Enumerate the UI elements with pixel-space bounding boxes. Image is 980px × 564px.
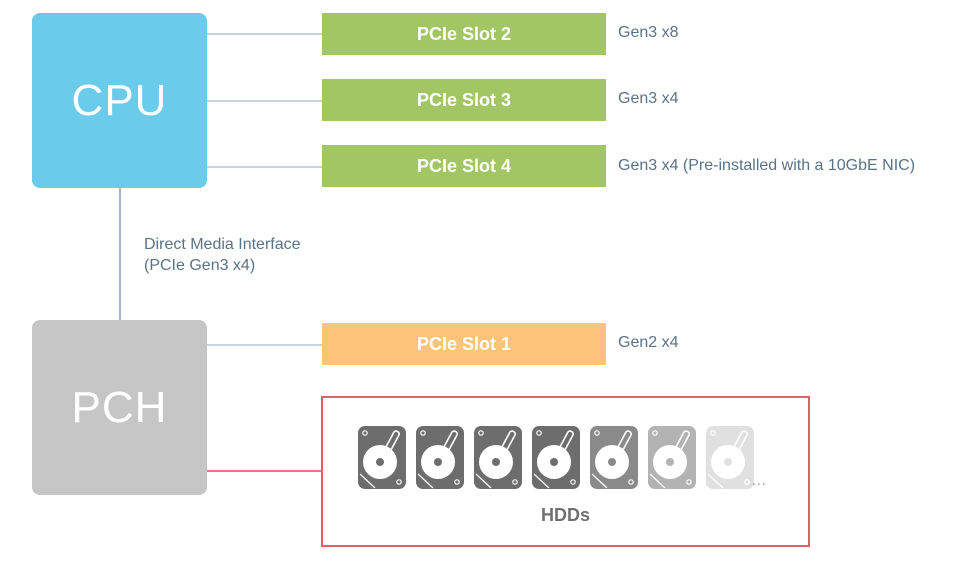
pch-block: PCH xyxy=(32,320,207,495)
pcie-slot-4-label: PCIe Slot 4 xyxy=(416,155,512,176)
hdd-icon xyxy=(706,426,754,489)
pcie-slot-2-spec: Gen3 x8 xyxy=(618,24,679,41)
hdd-icon xyxy=(358,426,406,489)
cpu-slot2-connector xyxy=(207,33,322,35)
hdd-icon xyxy=(590,426,638,489)
hdd-icon xyxy=(648,426,696,489)
pcie-slot-1-spec: Gen2 x4 xyxy=(618,334,679,351)
cpu-slot3-connector xyxy=(207,100,322,102)
hdd-label: HDDs xyxy=(540,505,590,525)
dmi-label-line2: (PCIe Gen3 x4) xyxy=(144,257,256,274)
dmi-label: Direct Media Interface (PCIe Gen3 x4) xyxy=(144,234,301,276)
hdd-icon xyxy=(532,426,580,489)
pcie-slot-3-label: PCIe Slot 3 xyxy=(416,89,512,110)
dmi-label-line1: Direct Media Interface xyxy=(144,236,301,253)
pch-label: PCH xyxy=(71,382,168,432)
pch-hdd-connector xyxy=(207,470,322,472)
pcie-slot-4: PCIe Slot 4 xyxy=(322,145,606,187)
cpu-slot4-connector xyxy=(207,166,322,168)
pcie-slot-2: PCIe Slot 2 xyxy=(322,13,606,55)
pcie-slot-1-label: PCIe Slot 1 xyxy=(416,333,512,354)
hdd-ellipsis: ... xyxy=(752,472,767,488)
dmi-connector xyxy=(119,188,121,320)
hdd-icon xyxy=(474,426,522,489)
pcie-slot-3: PCIe Slot 3 xyxy=(322,79,606,121)
pcie-slot-2-label: PCIe Slot 2 xyxy=(416,23,512,44)
cpu-label: CPU xyxy=(71,75,168,125)
pch-slot1-connector xyxy=(207,344,322,346)
cpu-block: CPU xyxy=(32,13,207,188)
hdd-icon xyxy=(416,426,464,489)
pcie-slot-3-spec: Gen3 x4 xyxy=(618,90,679,107)
pcie-slot-1: PCIe Slot 1 xyxy=(322,323,606,365)
pcie-slot-4-spec: Gen3 x4 (Pre-installed with a 10GbE NIC) xyxy=(618,157,916,174)
hdd-group xyxy=(321,396,810,547)
